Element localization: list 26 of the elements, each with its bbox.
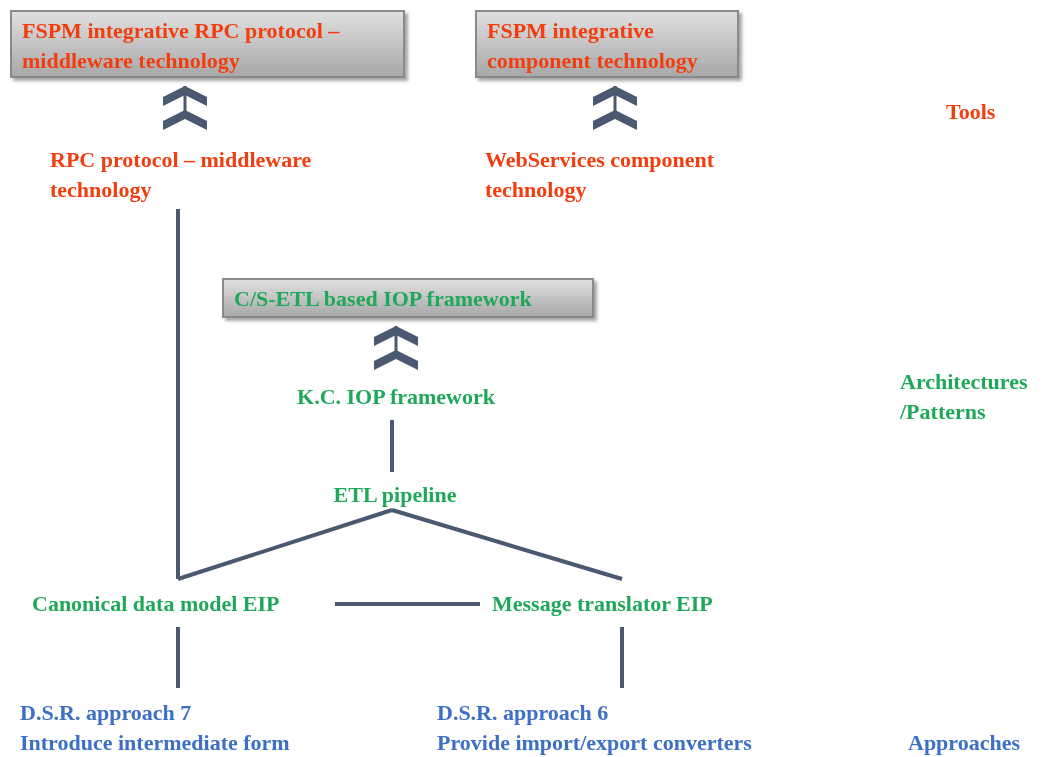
tier-label: Tools: [946, 98, 997, 126]
node-text: Provide import/export converters: [437, 729, 753, 757]
title-box: [475, 10, 739, 78]
connector-line: [335, 602, 480, 606]
connector-line: [391, 508, 623, 581]
tier-label: Approaches: [908, 729, 1022, 757]
node-text: WebServices component technology: [485, 146, 716, 204]
node-text: FSPM integrative component technology: [487, 17, 699, 75]
title-box: [10, 10, 405, 78]
node-text: FSPM integrative RPC protocol – middleware technology: [22, 17, 341, 75]
node-text: K.C. IOP framework: [296, 383, 496, 411]
connector-line: [176, 627, 180, 688]
connector-line: [176, 209, 180, 579]
node-text: Message translator EIP: [492, 590, 714, 618]
tier-label: Architectures /Patterns: [900, 368, 1029, 426]
node-text: D.S.R. approach 6: [437, 699, 610, 727]
node-text: D.S.R. approach 7: [20, 699, 193, 727]
node-text: RPC protocol – middleware technology: [50, 146, 313, 204]
connector-line: [620, 627, 624, 688]
node-text: Introduce intermediate form: [20, 729, 291, 757]
node-text: ETL pipeline: [332, 481, 458, 509]
node-text: Canonical data model EIP: [32, 590, 281, 618]
title-box: [222, 278, 594, 318]
connector-line: [177, 508, 393, 581]
connector-line: [390, 420, 394, 472]
node-text: C/S-ETL based IOP framework: [234, 285, 533, 313]
